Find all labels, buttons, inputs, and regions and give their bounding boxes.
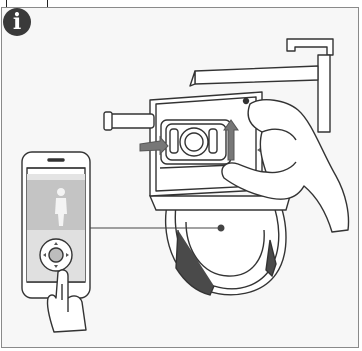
camera-base [150, 196, 290, 295]
phone-illustration [22, 152, 90, 298]
